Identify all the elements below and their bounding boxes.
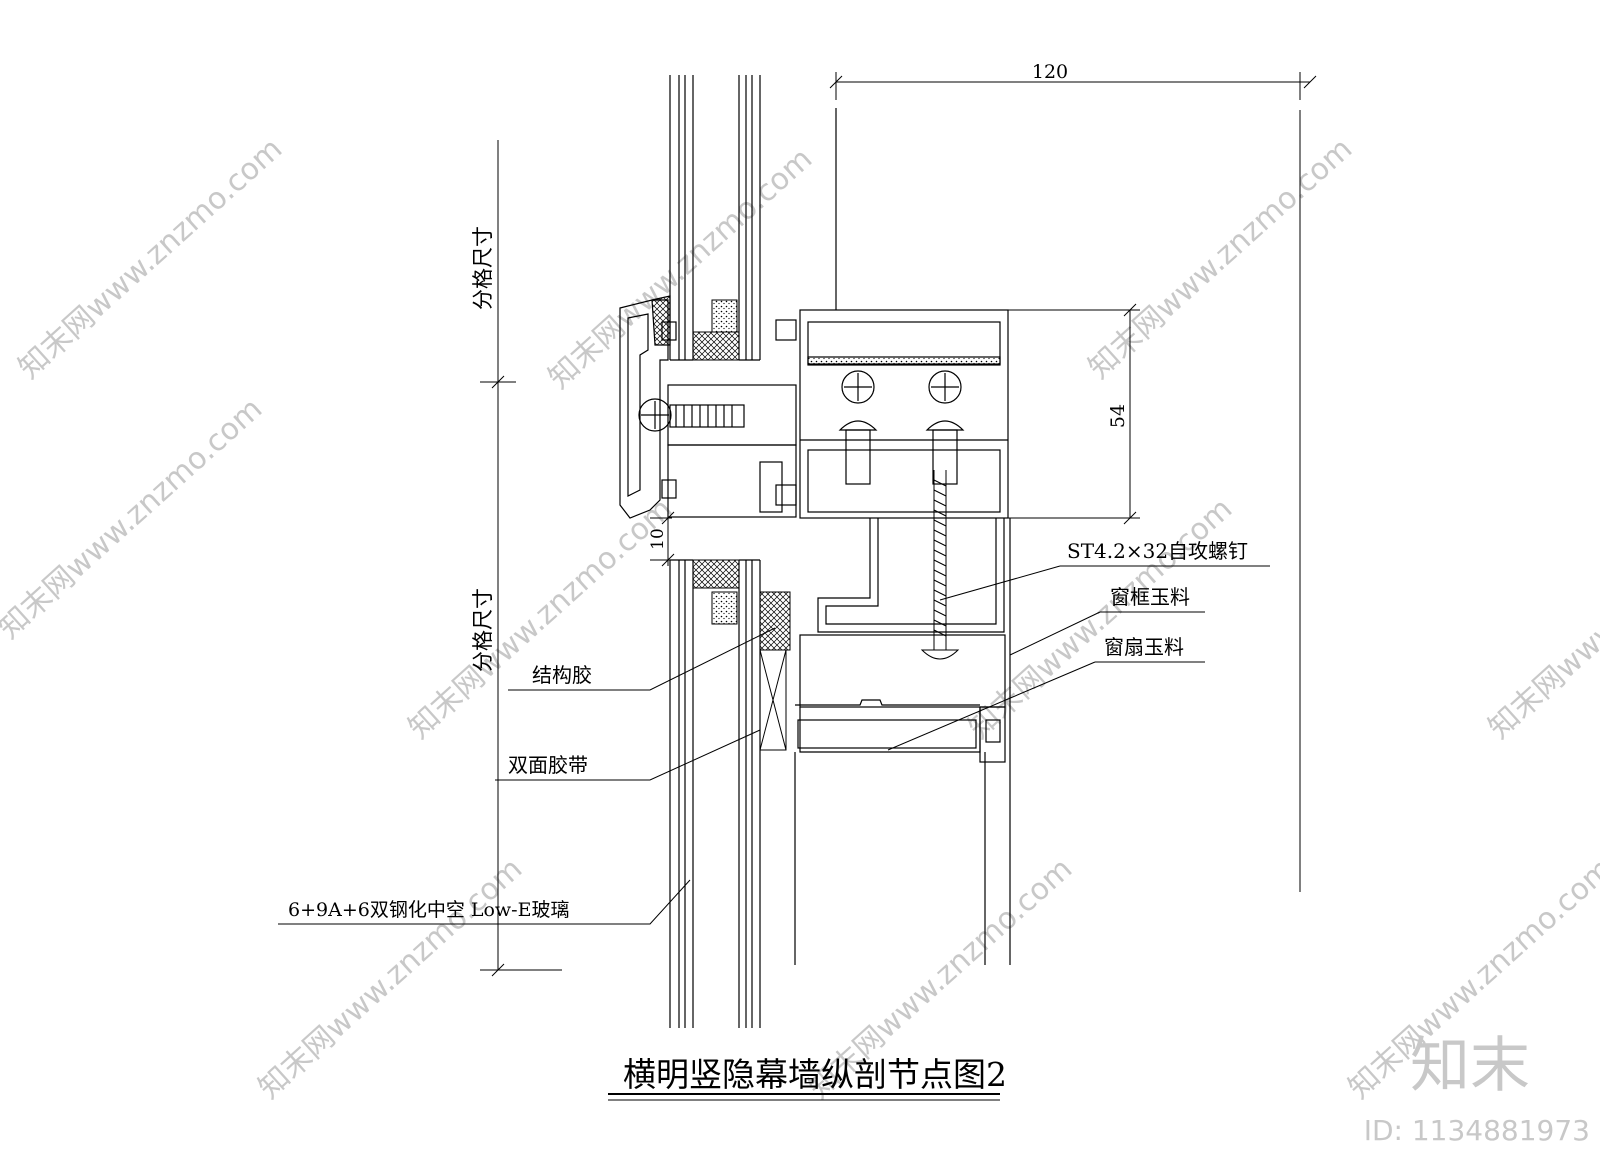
lower-glass [669, 559, 761, 1028]
module-upper-label: 分格尺寸 [471, 226, 495, 310]
callout-screw: ST4.2×32自攻螺钉 [1067, 539, 1248, 563]
window-frame [794, 518, 1011, 965]
transom-profile [667, 319, 797, 518]
callout-sash-profile: 窗扇玉料 [1104, 635, 1184, 659]
brand-logo: 知末 [1410, 1031, 1530, 1101]
self-tapping-screw [920, 470, 960, 660]
dimension-120-label: 120 [1032, 61, 1068, 83]
callout-frame-profile: 窗框玉料 [1110, 585, 1190, 609]
callout-double-sided-tape: 双面胶带 [508, 753, 588, 777]
frame-profile [799, 108, 1009, 519]
watermark-text: 知末网www.znzmo.com [0, 391, 269, 646]
dimension-120 [829, 72, 1317, 100]
watermark-text: 知末网www.znzmo.com [252, 851, 529, 1106]
callout-leaders [278, 565, 1270, 925]
watermark-layer: 知末网www.znzmo.com 知末网www.znzmo.com 知末网www… [0, 131, 1600, 1106]
watermark-text: 知末网www.znzmo.com [542, 141, 819, 396]
dimension-module [480, 140, 562, 977]
callout-structural-sealant: 结构胶 [532, 663, 592, 687]
dimension-10 [650, 511, 675, 567]
dimension-10-label: 10 [648, 528, 668, 550]
brand-id: ID: 1134881973 [1364, 1114, 1590, 1147]
dimension-54-label: 54 [1107, 404, 1129, 428]
callout-glass: 6+9A+6双钢化中空 Low-E玻璃 [288, 899, 569, 921]
watermark-text: 知末网www.znzmo.com [1082, 131, 1359, 386]
dimension-54 [1008, 303, 1140, 525]
watermark-text: 知末网www.znzmo.com [12, 131, 289, 386]
module-lower-label: 分格尺寸 [471, 588, 495, 672]
watermark-text: 知末网www.znzmo.com [402, 491, 679, 746]
watermark-text: 知末网www.znzmo.com [1482, 491, 1600, 746]
drawing-title: 横明竖隐幕墙纵剖节点图2 [623, 1055, 1007, 1094]
insulating-spacers [692, 299, 791, 751]
cap-profile [619, 295, 677, 519]
